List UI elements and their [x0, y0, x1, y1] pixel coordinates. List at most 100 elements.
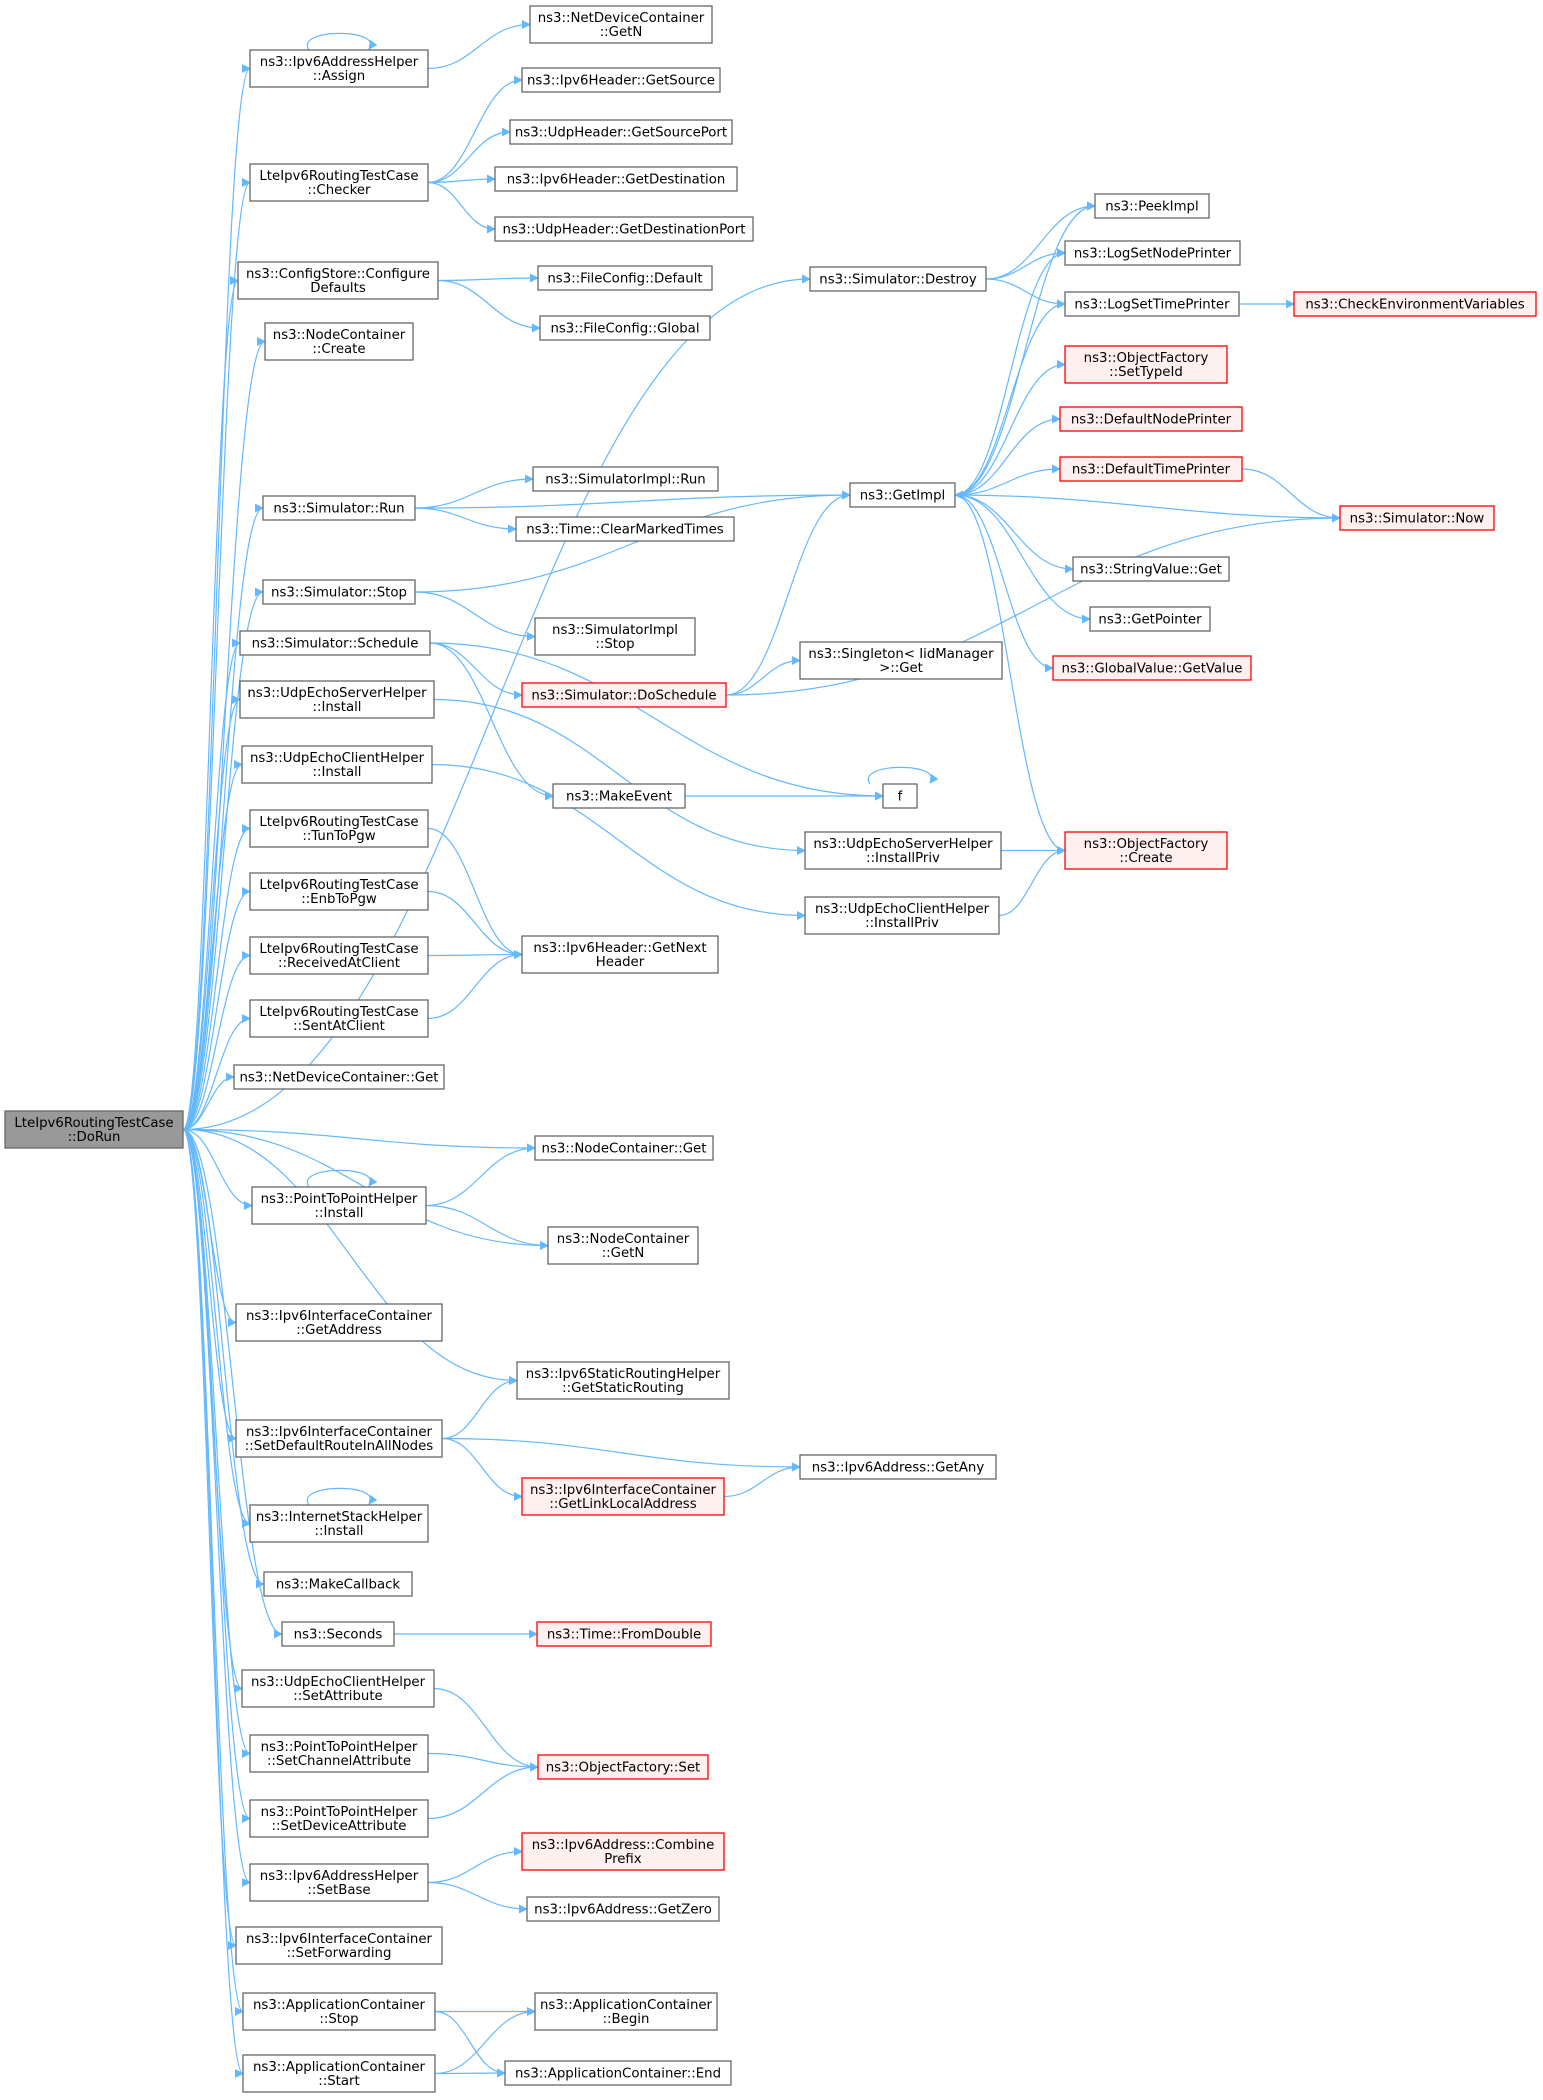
- edge-dorun-to-configstore: [182, 276, 239, 1131]
- node-time-fromdouble[interactable]: ns3::Time::FromDouble: [536, 1621, 712, 1647]
- node-netdevcont-getn[interactable]: ns3::NetDeviceContainer::GetN: [529, 5, 713, 44]
- node-label-line: ns3::Ipv6Header::GetSource: [527, 74, 715, 89]
- node-internetstack-install[interactable]: ns3::InternetStackHelper::Install: [249, 1504, 429, 1543]
- node-label-line: ::Assign: [313, 69, 365, 84]
- node-udphdr-getsourceport[interactable]: ns3::UdpHeader::GetSourcePort: [509, 119, 733, 145]
- edge-dorun-to-p2p-setchannelattr: [182, 1128, 251, 1758]
- node-simimpl-run[interactable]: ns3::SimulatorImpl::Run: [532, 466, 719, 492]
- node-box: [249, 872, 429, 911]
- node-ipv6static-getstatic[interactable]: ns3::Ipv6StaticRoutingHelper::GetStaticR…: [516, 1361, 730, 1400]
- node-appcont-stop[interactable]: ns3::ApplicationContainer::Stop: [242, 1992, 436, 2031]
- edge-sim-run-to-simimpl-run: [414, 474, 534, 509]
- edge-p2p-install-to-nodecont-get: [425, 1143, 536, 1207]
- node-simimpl-stop[interactable]: ns3::SimulatorImpl::Stop: [534, 617, 696, 656]
- node-appcont-begin[interactable]: ns3::ApplicationContainer::Begin: [534, 1992, 718, 2031]
- node-udphdr-getdestport[interactable]: ns3::UdpHeader::GetDestinationPort: [494, 216, 754, 242]
- node-label-line: ::SetForwarding: [287, 1946, 392, 1961]
- node-stringvalue-get[interactable]: ns3::StringValue::Get: [1072, 556, 1230, 582]
- node-p2p-setchannelattr[interactable]: ns3::PointToPointHelper::SetChannelAttri…: [249, 1734, 429, 1773]
- node-ipv6addr-getany[interactable]: ns3::Ipv6Address::GetAny: [799, 1454, 997, 1480]
- node-checkenv[interactable]: ns3::CheckEnvironmentVariables: [1293, 291, 1537, 317]
- node-nodecont-create[interactable]: ns3::NodeContainer::Create: [264, 322, 414, 361]
- node-ipv6ifcont-setforwarding[interactable]: ns3::Ipv6InterfaceContainer::SetForwardi…: [235, 1926, 443, 1965]
- node-label-line: ::SetDeviceAttribute: [272, 1819, 407, 1834]
- edge-internetstack-install-to-internetstack-install: [306, 1487, 378, 1506]
- node-logsetnodeprinter[interactable]: ns3::LogSetNodePrinter: [1064, 240, 1241, 266]
- node-fileconfig-global[interactable]: ns3::FileConfig::Global: [539, 315, 711, 341]
- node-objfactory-settypeid[interactable]: ns3::ObjectFactory::SetTypeId: [1064, 345, 1228, 384]
- node-makecallback[interactable]: ns3::MakeCallback: [263, 1571, 413, 1597]
- node-nodecont-getn[interactable]: ns3::NodeContainer::GetN: [547, 1226, 699, 1265]
- node-logsettimeprinter[interactable]: ns3::LogSetTimePrinter: [1064, 291, 1240, 317]
- node-appcont-end[interactable]: ns3::ApplicationContainer::End: [504, 2060, 732, 2086]
- node-objfactory-set[interactable]: ns3::ObjectFactory::Set: [537, 1754, 709, 1780]
- node-dorun[interactable]: LteIpv6RoutingTestCase::DoRun: [4, 1110, 184, 1149]
- node-sim-run[interactable]: ns3::Simulator::Run: [262, 495, 416, 521]
- edge-f-to-f: [867, 766, 939, 785]
- edge-sim-run-to-getimpl: [414, 490, 851, 509]
- node-udpechoclient-install[interactable]: ns3::UdpEchoClientHelper::Install: [241, 745, 433, 784]
- node-ipv6addrhelper-setbase[interactable]: ns3::Ipv6AddressHelper::SetBase: [249, 1863, 429, 1902]
- node-singleton-get[interactable]: ns3::Singleton< IidManager>::Get: [799, 641, 1003, 680]
- node-enbtopgw[interactable]: LteIpv6RoutingTestCase::EnbToPgw: [249, 872, 429, 911]
- node-udpechoclient-setattr[interactable]: ns3::UdpEchoClientHelper::SetAttribute: [241, 1669, 435, 1708]
- node-box: [233, 1064, 445, 1090]
- node-appcont-start[interactable]: ns3::ApplicationContainer::Start: [242, 2054, 436, 2093]
- node-box: [1094, 193, 1210, 219]
- node-ipv6hdr-getdest[interactable]: ns3::Ipv6Header::GetDestination: [494, 166, 738, 192]
- node-sim-doschedule[interactable]: ns3::Simulator::DoSchedule: [521, 682, 727, 708]
- node-label-line: ns3::Ipv6Header::GetNext: [533, 941, 706, 956]
- node-sim-destroy[interactable]: ns3::Simulator::Destroy: [809, 266, 987, 292]
- node-time-clearmarked[interactable]: ns3::Time::ClearMarkedTimes: [515, 516, 735, 542]
- edge-ipv6addrhelper-assign-to-netdevcont-getn: [427, 20, 531, 70]
- node-udpechoclient-installpriv[interactable]: ns3::UdpEchoClientHelper::InstallPriv: [804, 896, 1000, 935]
- node-p2p-setdeviceattr[interactable]: ns3::PointToPointHelper::SetDeviceAttrib…: [249, 1799, 429, 1838]
- node-getimpl[interactable]: ns3::GetImpl: [849, 482, 956, 508]
- node-defaulttimeprinter[interactable]: ns3::DefaultTimePrinter: [1059, 456, 1243, 482]
- node-ipv6ifcont-setdefroute[interactable]: ns3::Ipv6InterfaceContainer::SetDefaultR…: [235, 1419, 443, 1458]
- node-label-line: LteIpv6RoutingTestCase: [259, 942, 418, 957]
- node-sim-stop[interactable]: ns3::Simulator::Stop: [262, 579, 416, 605]
- node-getpointer[interactable]: ns3::GetPointer: [1089, 606, 1211, 632]
- node-globalvalue-getvalue[interactable]: ns3::GlobalValue::GetValue: [1052, 655, 1252, 681]
- node-box: [4, 1110, 184, 1149]
- node-label-line: ns3::FileConfig::Global: [550, 322, 699, 337]
- node-ipv6addr-getzero[interactable]: ns3::Ipv6Address::GetZero: [526, 1896, 720, 1922]
- node-label-line: ns3::UdpEchoClientHelper: [250, 751, 425, 766]
- node-checker[interactable]: LteIpv6RoutingTestCase::Checker: [249, 163, 429, 202]
- node-label-line: ns3::UdpHeader::GetSourcePort: [515, 126, 727, 141]
- node-sim-schedule[interactable]: ns3::Simulator::Schedule: [239, 630, 431, 656]
- node-netdevcont-get[interactable]: ns3::NetDeviceContainer::Get: [233, 1064, 445, 1090]
- node-tuntopgw[interactable]: LteIpv6RoutingTestCase::TunToPgw: [249, 809, 429, 848]
- node-label-line: ns3::UdpEchoServerHelper: [247, 686, 427, 701]
- node-sentatclient[interactable]: LteIpv6RoutingTestCase::SentAtClient: [249, 999, 429, 1038]
- node-label-line: ::GetAddress: [296, 1323, 382, 1338]
- node-udpechoserver-installpriv[interactable]: ns3::UdpEchoServerHelper::InstallPriv: [804, 831, 1002, 870]
- node-defaultnodeprinter[interactable]: ns3::DefaultNodePrinter: [1059, 406, 1243, 432]
- node-f[interactable]: f: [882, 783, 918, 809]
- node-fileconfig-default[interactable]: ns3::FileConfig::Default: [537, 265, 713, 291]
- node-ipv6ifcont-getlinklocal[interactable]: ns3::Ipv6InterfaceContainer::GetLinkLoca…: [521, 1477, 725, 1516]
- node-ipv6hdr-getsource[interactable]: ns3::Ipv6Header::GetSource: [521, 67, 721, 93]
- node-label-line: ::Stop: [595, 637, 634, 652]
- node-objfactory-create[interactable]: ns3::ObjectFactory::Create: [1064, 831, 1228, 870]
- node-sim-now[interactable]: ns3::Simulator::Now: [1339, 505, 1495, 531]
- node-seconds[interactable]: ns3::Seconds: [281, 1621, 395, 1647]
- node-box: [241, 1669, 435, 1708]
- node-nodecont-get[interactable]: ns3::NodeContainer::Get: [534, 1135, 714, 1161]
- node-label-line: ns3::Simulator::Schedule: [252, 637, 419, 652]
- node-receivedatclient[interactable]: LteIpv6RoutingTestCase::ReceivedAtClient: [249, 936, 429, 975]
- node-makeevent[interactable]: ns3::MakeEvent: [552, 783, 686, 809]
- node-p2p-install[interactable]: ns3::PointToPointHelper::Install: [251, 1186, 427, 1225]
- node-peekimpl[interactable]: ns3::PeekImpl: [1094, 193, 1210, 219]
- node-box: [1064, 291, 1240, 317]
- node-box: [799, 1454, 997, 1480]
- node-label-line: ns3::DefaultTimePrinter: [1072, 463, 1231, 478]
- node-udpechoserver-install[interactable]: ns3::UdpEchoServerHelper::Install: [239, 680, 435, 719]
- node-ipv6addrhelper-assign[interactable]: ns3::Ipv6AddressHelper::Assign: [249, 49, 429, 88]
- node-ipv6ifcont-getaddress[interactable]: ns3::Ipv6InterfaceContainer::GetAddress: [235, 1303, 443, 1342]
- node-label-line: ::InstallPriv: [866, 851, 940, 866]
